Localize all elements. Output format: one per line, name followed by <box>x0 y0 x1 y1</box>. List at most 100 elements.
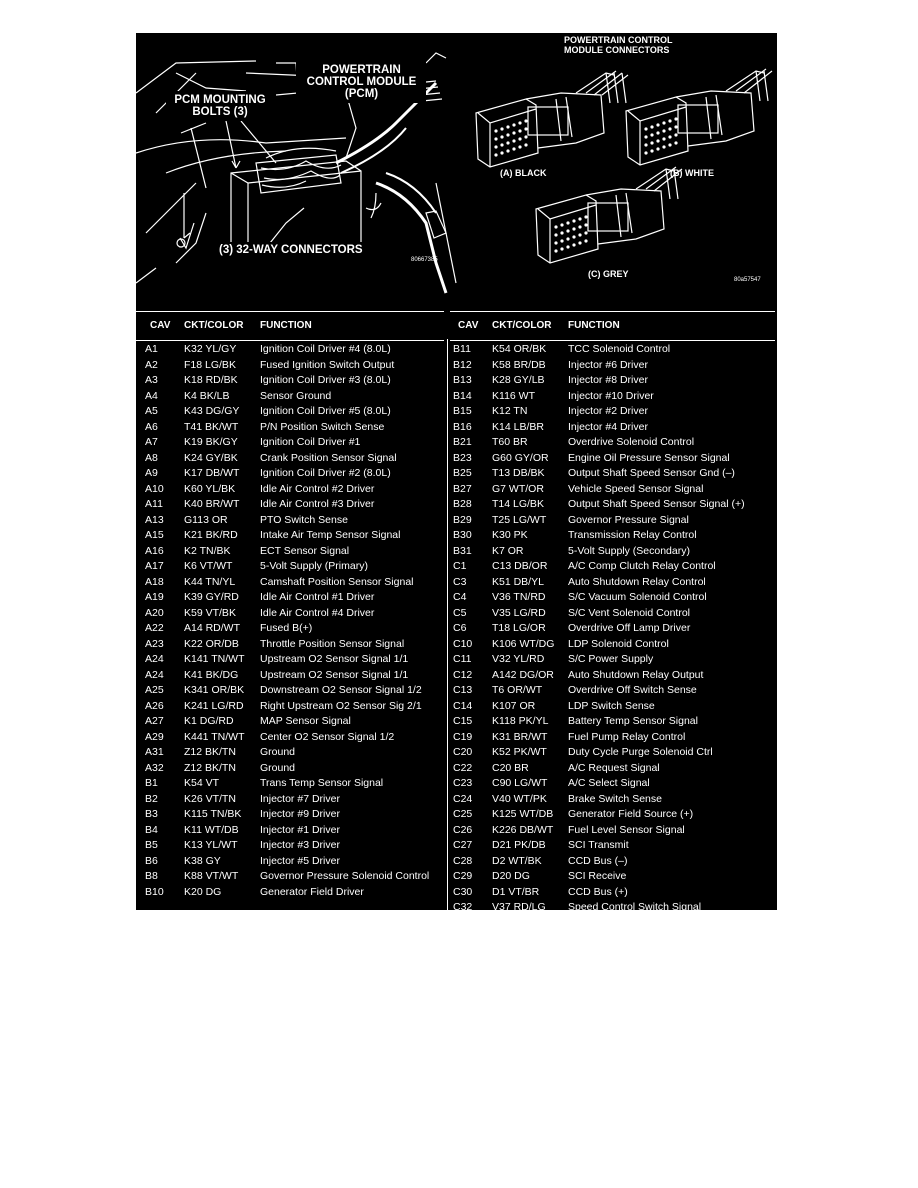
cavity-cell: B29 <box>453 513 472 526</box>
pcm-illustration-drawing <box>136 52 773 294</box>
header-cav: CAV <box>150 320 171 331</box>
cavity-cell: B31 <box>453 544 472 557</box>
circuit-color-cell: V35 LG/RD <box>492 606 546 619</box>
function-cell: Crank Position Sensor Signal <box>260 451 397 464</box>
cavity-cell: B28 <box>453 498 472 510</box>
circuit-color-cell: K241 LG/RD <box>184 699 244 712</box>
function-cell: TCC Solenoid Control <box>568 343 671 355</box>
circuit-color-cell: A142 DG/OR <box>492 668 554 681</box>
function-cell: Vehicle Speed Sensor Signal <box>568 482 704 495</box>
pcm-illustration: POWERTRAIN CONTROL MODULE (PCM) PCM MOUN… <box>136 33 777 311</box>
function-cell: Governor Pressure Solenoid Control <box>260 870 430 882</box>
function-cell: Ground <box>260 746 296 758</box>
function-cell: Ignition Coil Driver #1 <box>260 436 361 448</box>
cavity-cell: A4 <box>145 389 158 402</box>
cavity-cell: C13 <box>453 684 473 696</box>
function-cell: Intake Air Temp Sensor Signal <box>260 529 401 541</box>
function-cell: S/C Vent Solenoid Control <box>568 606 690 619</box>
circuit-color-cell: D20 DG <box>492 870 530 882</box>
circuit-color-cell: K118 PK/YL <box>492 715 549 727</box>
function-cell: Right Upstream O2 Sensor Sig 2/1 <box>260 699 422 712</box>
cavity-cell: B2 <box>145 792 158 805</box>
cavity-cell: C3 <box>453 575 467 588</box>
circuit-color-cell: K41 BK/DG <box>184 668 239 681</box>
pcm-label: POWERTRAIN CONTROL MODULE (PCM) <box>294 64 429 100</box>
function-cell: Injector #9 Driver <box>260 808 340 820</box>
circuit-color-cell: K54 VT <box>184 777 220 789</box>
left-figure-code: 80667385 <box>411 257 438 263</box>
circuit-color-cell: K40 BR/WT <box>184 498 240 510</box>
function-cell: ECT Sensor Signal <box>260 544 350 557</box>
cavity-cell: B25 <box>453 467 472 479</box>
header-function: FUNCTION <box>260 320 312 331</box>
function-cell: Output Shaft Speed Sensor Gnd (–) <box>568 467 735 479</box>
cavity-cell: B1 <box>145 777 158 789</box>
function-cell: S/C Vacuum Solenoid Control <box>568 591 707 603</box>
cavity-cell: A13 <box>145 513 164 526</box>
function-cell: Fuel Level Sensor Signal <box>568 823 685 836</box>
cavity-cell: C5 <box>453 606 467 619</box>
circuit-color-cell: K125 WT/DB <box>492 808 554 820</box>
function-cell: Ignition Coil Driver #4 (8.0L) <box>260 343 391 355</box>
circuit-color-cell: F18 LG/BK <box>184 358 236 371</box>
header-function: FUNCTION <box>568 320 620 331</box>
circuit-color-cell: D2 WT/BK <box>492 854 542 867</box>
cavity-cell: C10 <box>453 637 473 650</box>
table-row: B8 K88 VT/WT Governor Pressure Solenoid Co… <box>136 869 446 885</box>
cavity-cell: C12 <box>453 668 473 681</box>
function-cell: Idle Air Control #3 Driver <box>260 498 375 510</box>
circuit-color-cell: K115 TN/BK <box>184 808 242 820</box>
function-cell: Ground <box>260 761 296 774</box>
function-cell: P/N Position Switch Sense <box>260 420 385 433</box>
cavity-cell: A15 <box>145 529 164 541</box>
cavity-cell: C29 <box>453 870 473 882</box>
function-cell: Injector #10 Driver <box>568 389 654 402</box>
function-cell: Speed Control Switch Signal <box>568 901 702 913</box>
circuit-color-cell: K88 VT/WT <box>184 870 239 882</box>
function-cell: SCI Receive <box>568 870 627 882</box>
function-cell: Ignition Coil Driver #5 (8.0L) <box>260 405 391 417</box>
function-cell: Upstream O2 Sensor Signal 1/1 <box>260 668 409 681</box>
circuit-color-cell: K54 OR/BK <box>492 343 547 355</box>
table-divider <box>447 339 448 910</box>
circuit-color-cell: K1 DG/RD <box>184 715 234 727</box>
function-cell: Injector #6 Driver <box>568 358 648 371</box>
circuit-color-cell: K31 BR/WT <box>492 730 548 743</box>
circuit-color-cell: K26 VT/TN <box>184 792 236 805</box>
function-cell: Upstream O2 Sensor Signal 1/1 <box>260 653 409 665</box>
cavity-cell: B8 <box>145 870 158 882</box>
circuit-color-cell: K4 BK/LB <box>184 389 230 402</box>
circuit-color-cell: K52 PK/WT <box>492 746 547 758</box>
pcm-label-text: POWERTRAIN CONTROL MODULE (PCM) <box>306 64 417 100</box>
circuit-color-cell: K44 TN/YL <box>184 575 236 588</box>
cavity-cell: C14 <box>453 699 473 712</box>
circuit-color-cell: G113 OR <box>184 513 228 526</box>
circuit-color-cell: V36 TN/RD <box>492 591 546 603</box>
function-cell: 5-Volt Supply (Secondary) <box>568 544 690 557</box>
